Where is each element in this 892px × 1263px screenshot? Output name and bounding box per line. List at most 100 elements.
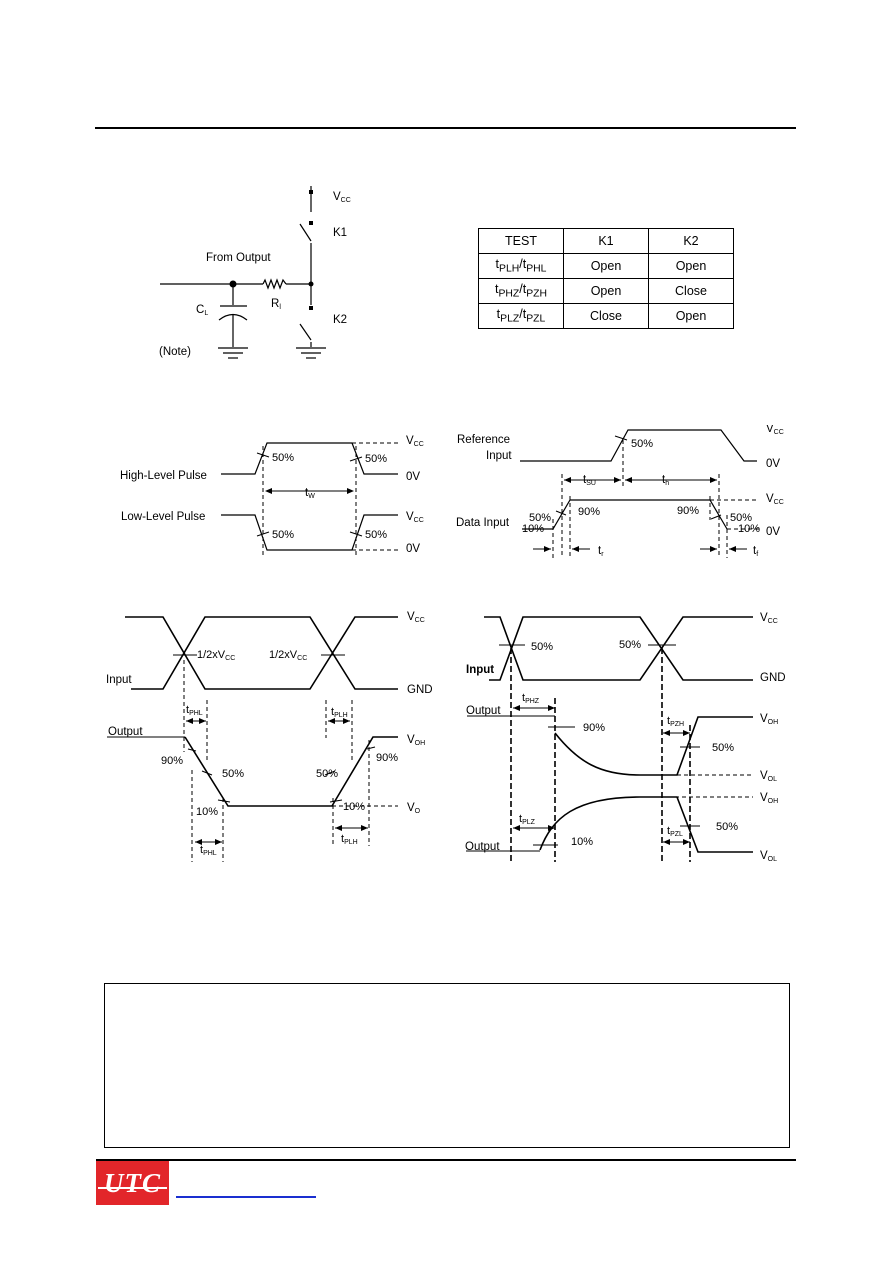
pct90-label: 90% [677, 505, 699, 517]
pct50-label: 50% [316, 768, 338, 780]
pct90-label: 90% [578, 506, 600, 518]
tpzh-label: tPZH [667, 715, 684, 728]
header-rule [95, 127, 796, 129]
tplh-top-label: tPLH [331, 706, 348, 719]
tphz-label: tPHZ [522, 692, 540, 705]
th-label: th [662, 474, 669, 487]
zero-v-label: 0V [406, 471, 420, 483]
vcc-label: VCC [407, 611, 425, 624]
k1-state: Close [563, 303, 649, 329]
pct10-label: 10% [571, 836, 593, 848]
pct50-label: 50% [730, 512, 752, 524]
setup-hold-diagram: Reference Input Data Input 50% 90% 90% 5… [456, 425, 784, 558]
note-label: (Note) [159, 346, 191, 358]
vol-label: VOL [760, 850, 777, 863]
pct50-label: 50% [222, 768, 244, 780]
k1-state: Open [563, 253, 649, 279]
enable-disable-diagram: Input Output Output 50% 50% 90% 50% 10% … [465, 612, 786, 863]
pct90-label: 90% [376, 752, 398, 764]
table-row: tPHZ/tPZH Open Close [478, 278, 734, 304]
pct50-label: 50% [365, 529, 387, 541]
reference-label: Reference [457, 434, 510, 446]
k2-label: K2 [333, 314, 347, 326]
tsu-label: tSU [583, 474, 596, 487]
input-label: Input [466, 664, 494, 676]
pct50-label: 50% [631, 438, 653, 450]
pct50-label: 50% [712, 742, 734, 754]
gnd-label: GND [407, 684, 433, 696]
input-label: Input [106, 674, 132, 686]
tw-label: tW [305, 487, 315, 500]
pct10-label: 10% [343, 801, 365, 813]
pct10-label: 10% [522, 523, 544, 535]
note-box [104, 983, 790, 1148]
pct50-label: 50% [529, 512, 551, 524]
tr-label: tr [598, 545, 604, 558]
tphl-label: tPHL [200, 844, 217, 857]
output-label: Output [466, 705, 501, 717]
vcc-label: VCC [766, 493, 784, 506]
tplz-label: tPLZ [519, 813, 536, 826]
pct50-label: 50% [619, 639, 641, 651]
vol-label: VO [407, 802, 421, 815]
zero-v-label: 0V [406, 543, 420, 555]
vcc-label: VCC [333, 191, 351, 204]
k2-state: Open [648, 303, 734, 329]
pulse-duration-diagram: High-Level Pulse Low-Level Pulse 50% 50%… [120, 435, 424, 556]
logo-stripe [98, 1187, 167, 1189]
zero-v-label: 0V [766, 526, 780, 538]
pct50-label: 50% [531, 641, 553, 653]
table-header: TEST [478, 228, 564, 254]
output-label: Output [465, 841, 500, 853]
tphl-top-label: tPHL [186, 704, 203, 717]
test-name: tPHZ/tPZH [478, 278, 564, 304]
pct10-label: 10% [196, 806, 218, 818]
vcc-label: VCC [406, 435, 424, 448]
data-input-label: Data Input [456, 517, 510, 529]
utc-logo-text: UTC [104, 1168, 161, 1198]
vcc-label: VCC [760, 612, 778, 625]
half-vcc-label: 1/2xVCC [269, 649, 307, 662]
tpzl-label: tPZL [667, 825, 683, 838]
test-switch-table: TEST K1 K2 tPLH/tPHL Open Open tPHZ/tPZH… [478, 228, 734, 329]
rl-label: Rl [271, 298, 281, 311]
tf-label: tf [753, 545, 758, 558]
pct50-label: 50% [272, 529, 294, 541]
k1-state: Open [563, 278, 649, 304]
high-level-pulse-label: High-Level Pulse [120, 470, 207, 482]
cl-label: CL [196, 304, 208, 317]
table-header: K1 [563, 228, 649, 254]
utc-logo: UTC [96, 1161, 169, 1205]
output-label: Output [108, 726, 143, 738]
half-vcc-label: 1/2xVCC [197, 649, 235, 662]
pct50-label: 50% [716, 821, 738, 833]
zero-v-label: 0V [766, 458, 780, 470]
vol-label: VOL [760, 770, 777, 783]
footer-rule [96, 1159, 796, 1161]
table-row: tPLZ/tPZL Close Open [478, 303, 734, 329]
k1-label: K1 [333, 227, 347, 239]
pct90-label: 90% [583, 722, 605, 734]
low-level-pulse-label: Low-Level Pulse [121, 511, 205, 523]
test-name: tPLH/tPHL [478, 253, 564, 279]
test-name: tPLZ/tPZL [478, 303, 564, 329]
gnd-label: GND [760, 672, 786, 684]
pct90-label: 90% [161, 755, 183, 767]
voh-label: VOH [407, 734, 425, 747]
voh-label: VOH [760, 792, 778, 805]
vcc-label: VCC [766, 425, 784, 436]
k2-state: Open [648, 253, 734, 279]
pct50-label: 50% [272, 452, 294, 464]
from-output-label: From Output [206, 252, 271, 264]
voh-label: VOH [760, 713, 778, 726]
vcc-label: VCC [406, 511, 424, 524]
pct50-label: 50% [365, 453, 387, 465]
propagation-delay-diagram: Input Output 1/2xVCC 1/2xVCC VCC GND VOH… [106, 611, 433, 862]
reference-input-label: Input [486, 450, 512, 462]
pct10-label: 10% [738, 523, 760, 535]
table-header-row: TEST K1 K2 [478, 228, 734, 254]
tplh-label: tPLH [341, 833, 358, 846]
website-link-underline[interactable] [176, 1196, 316, 1198]
k2-state: Close [648, 278, 734, 304]
table-header: K2 [648, 228, 734, 254]
